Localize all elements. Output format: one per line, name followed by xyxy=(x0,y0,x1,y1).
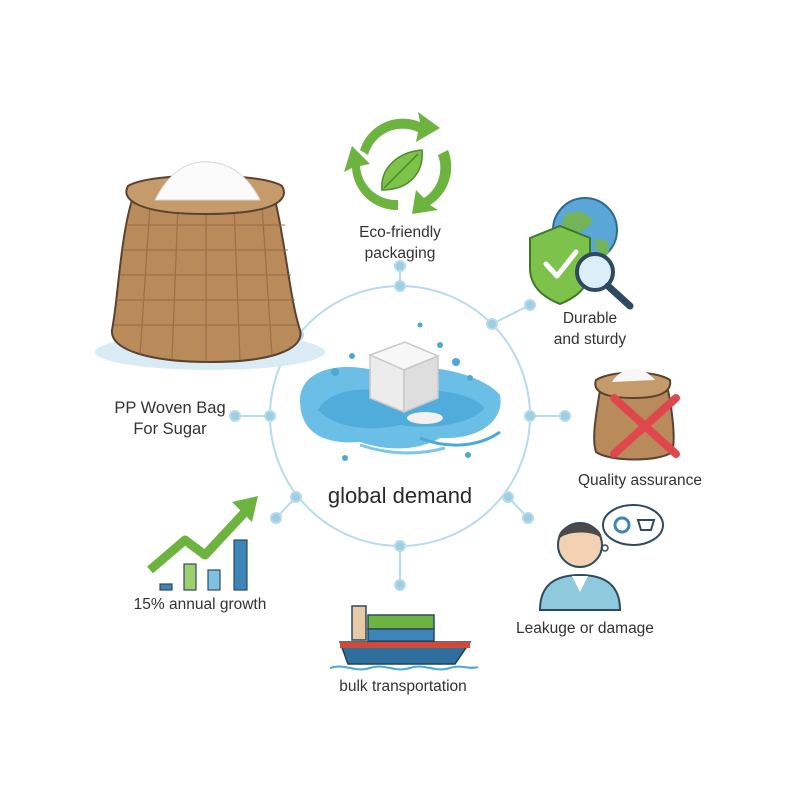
eco-label-line-2: packaging xyxy=(364,245,436,262)
transport-label: bulk transportation xyxy=(318,676,488,697)
cargo-ship-icon xyxy=(329,605,479,671)
leakage-label: Leakuge or damage xyxy=(505,618,665,639)
center-label: global demand xyxy=(327,483,473,508)
product-label: PP Woven Bag For Sugar xyxy=(80,398,260,440)
transport-label-line-1: bulk transportation xyxy=(339,678,467,695)
product-label-line-2: For Sugar xyxy=(133,420,207,438)
sugar-sack-icon xyxy=(95,161,325,370)
durable-label: Durable and sturdy xyxy=(540,308,640,350)
growth-chart-icon xyxy=(147,496,258,591)
leakage-label-line-1: Leakuge or damage xyxy=(516,620,654,637)
quality-label: Quality assurance xyxy=(560,470,720,491)
sugar-cube-splash-icon xyxy=(300,322,501,461)
quality-label-line-1: Quality assurance xyxy=(577,472,703,489)
durable-label-line-2: and sturdy xyxy=(553,331,627,348)
product-label-line-1: PP Woven Bag xyxy=(114,399,226,417)
eco-label-line-1: Eco-friendly xyxy=(359,224,441,241)
shield-globe-magnifier-icon xyxy=(529,197,634,310)
recycle-leaf-icon xyxy=(344,112,452,214)
durable-label-line-1: Durable xyxy=(562,310,618,327)
growth-label-line-1: 15% annual growth xyxy=(133,596,267,613)
damaged-bag-cross-icon xyxy=(593,368,680,461)
thinking-worker-icon xyxy=(538,504,664,611)
growth-label: 15% annual growth xyxy=(115,594,285,615)
eco-label: Eco-friendly packaging xyxy=(330,222,470,264)
